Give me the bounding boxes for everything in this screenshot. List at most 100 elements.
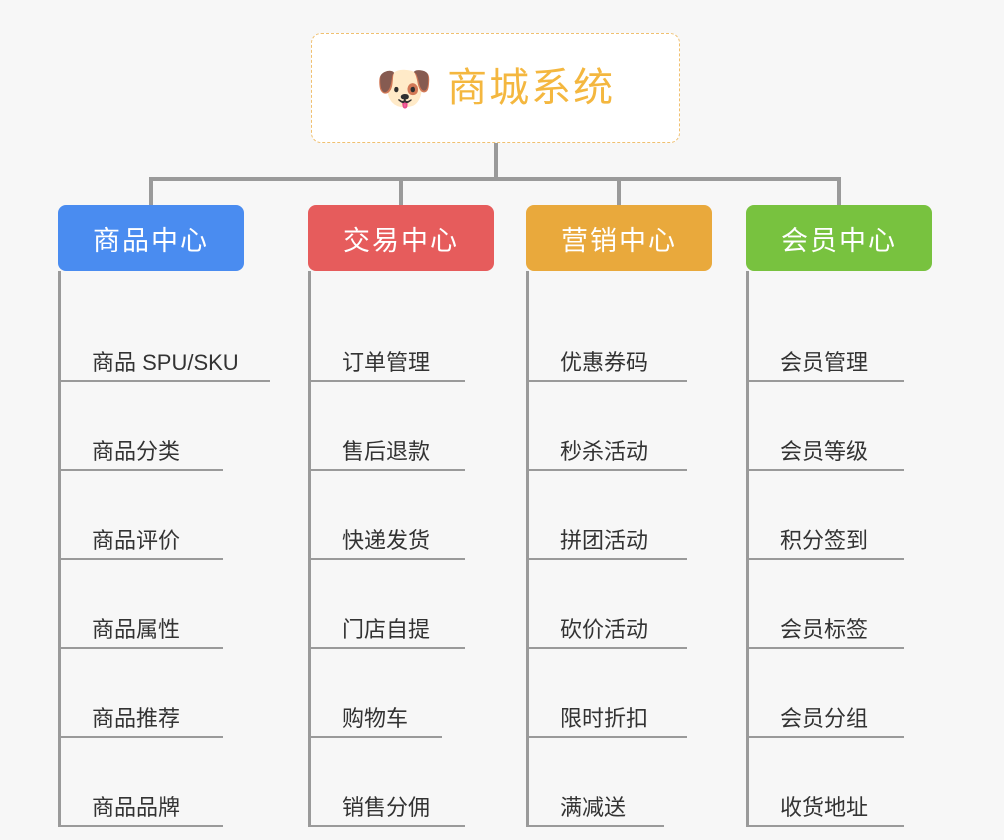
shiba-dog-icon: 🐶: [375, 62, 434, 114]
leaf-label: 商品 SPU/SKU: [92, 350, 239, 375]
branch-trade: 交易中心 订单管理 售后退款 快递发货 门店自提 购物车: [308, 205, 494, 827]
branch-header-market[interactable]: 营销中心: [526, 205, 712, 271]
leaf-item[interactable]: 收货地址: [746, 738, 932, 827]
leaf-item[interactable]: 购物车: [308, 649, 494, 738]
leaf-item[interactable]: 商品品牌: [58, 738, 244, 827]
leaf-label: 砍价活动: [560, 617, 649, 642]
leaf-item[interactable]: 门店自提: [308, 560, 494, 649]
leaf-label: 销售分佣: [342, 795, 431, 820]
root-title: 商城系统: [447, 66, 616, 110]
leaf-item[interactable]: 销售分佣: [308, 738, 494, 827]
leaf-label: 商品品牌: [92, 795, 181, 820]
connector-drop-product: [149, 177, 153, 207]
branch-header-label: 会员中心: [781, 225, 897, 256]
leaf-label: 拼团活动: [560, 528, 649, 553]
leaf-underline: [308, 736, 442, 738]
connector-drop-member: [837, 177, 841, 207]
leaf-underline: [58, 558, 223, 560]
leaf-underline: [526, 380, 687, 382]
branch-body-market: 优惠券码 秒杀活动 拼团活动 砍价活动 限时折扣 满减送: [526, 271, 712, 827]
connector-drop-market: [617, 177, 621, 207]
branch-header-label: 商品中心: [93, 225, 209, 256]
leaf-underline: [308, 825, 465, 827]
leaf-label: 商品属性: [92, 617, 181, 642]
leaf-item[interactable]: 快递发货: [308, 471, 494, 560]
branch-spine: [58, 271, 61, 827]
leaf-underline: [58, 825, 223, 827]
branch-member: 会员中心 会员管理 会员等级 积分签到 会员标签 会员分组: [746, 205, 932, 827]
leaf-underline: [58, 380, 270, 382]
leaf-label: 商品分类: [92, 439, 181, 464]
leaf-underline: [58, 736, 223, 738]
leaf-item[interactable]: 会员等级: [746, 382, 932, 471]
branch-market: 营销中心 优惠券码 秒杀活动 拼团活动 砍价活动 限时折扣: [526, 205, 712, 827]
leaf-item[interactable]: 商品推荐: [58, 649, 244, 738]
leaf-underline: [746, 736, 904, 738]
leaf-underline: [746, 469, 904, 471]
leaf-item[interactable]: 商品属性: [58, 560, 244, 649]
leaf-item[interactable]: 商品 SPU/SKU: [58, 293, 270, 382]
connector-root-stem: [494, 143, 498, 179]
leaf-label: 会员分组: [780, 706, 869, 731]
leaf-label: 商品推荐: [92, 706, 181, 731]
leaf-label: 会员标签: [780, 617, 869, 642]
branch-spine: [308, 271, 311, 827]
leaf-label: 订单管理: [342, 350, 431, 375]
branch-body-member: 会员管理 会员等级 积分签到 会员标签 会员分组 收货地址: [746, 271, 932, 827]
leaf-underline: [308, 647, 465, 649]
leaf-label: 秒杀活动: [560, 439, 649, 464]
leaf-item[interactable]: 积分签到: [746, 471, 932, 560]
leaf-item[interactable]: 限时折扣: [526, 649, 712, 738]
leaf-underline: [526, 647, 687, 649]
leaf-item[interactable]: 会员分组: [746, 649, 932, 738]
leaf-item[interactable]: 砍价活动: [526, 560, 712, 649]
branch-header-label: 交易中心: [343, 225, 459, 256]
leaf-label: 限时折扣: [560, 706, 649, 731]
connector-horizontal-bus: [149, 177, 840, 181]
leaf-underline: [526, 825, 664, 827]
leaf-underline: [526, 558, 687, 560]
leaf-label: 优惠券码: [560, 350, 649, 375]
root-node[interactable]: 🐶 商城系统: [311, 33, 680, 143]
leaf-label: 满减送: [560, 795, 627, 820]
leaf-label: 门店自提: [342, 617, 431, 642]
leaf-label: 会员等级: [780, 439, 869, 464]
leaf-underline: [58, 469, 223, 471]
leaf-underline: [308, 558, 465, 560]
branch-body-product: 商品 SPU/SKU 商品分类 商品评价 商品属性 商品推荐 商品品牌: [58, 271, 270, 827]
leaf-label: 会员管理: [780, 350, 869, 375]
leaf-underline: [746, 558, 904, 560]
leaf-label: 商品评价: [92, 528, 181, 553]
leaf-underline: [746, 825, 904, 827]
connector-drop-trade: [399, 177, 403, 207]
leaf-label: 积分签到: [780, 528, 869, 553]
branch-header-member[interactable]: 会员中心: [746, 205, 932, 271]
leaf-underline: [526, 736, 687, 738]
branch-spine: [746, 271, 749, 827]
leaf-label: 快递发货: [342, 528, 431, 553]
branch-header-trade[interactable]: 交易中心: [308, 205, 494, 271]
leaf-underline: [746, 647, 904, 649]
leaf-item[interactable]: 满减送: [526, 738, 712, 827]
leaf-item[interactable]: 会员管理: [746, 293, 932, 382]
branch-header-product[interactable]: 商品中心: [58, 205, 244, 271]
leaf-item[interactable]: 拼团活动: [526, 471, 712, 560]
branch-body-trade: 订单管理 售后退款 快递发货 门店自提 购物车 销售分佣: [308, 271, 494, 827]
leaf-item[interactable]: 秒杀活动: [526, 382, 712, 471]
leaf-underline: [308, 469, 465, 471]
leaf-item[interactable]: 售后退款: [308, 382, 494, 471]
branch-spine: [526, 271, 529, 827]
leaf-item[interactable]: 订单管理: [308, 293, 494, 382]
leaf-underline: [526, 469, 687, 471]
leaf-underline: [746, 380, 904, 382]
leaf-item[interactable]: 商品分类: [58, 382, 244, 471]
branch-header-label: 营销中心: [561, 225, 677, 256]
leaf-item[interactable]: 商品评价: [58, 471, 244, 560]
branch-product: 商品中心 商品 SPU/SKU 商品分类 商品评价 商品属性 商品推荐: [58, 205, 270, 827]
leaf-item[interactable]: 优惠券码: [526, 293, 712, 382]
leaf-underline: [308, 380, 465, 382]
leaf-label: 售后退款: [342, 439, 431, 464]
leaf-item[interactable]: 会员标签: [746, 560, 932, 649]
leaf-label: 购物车: [342, 706, 409, 731]
